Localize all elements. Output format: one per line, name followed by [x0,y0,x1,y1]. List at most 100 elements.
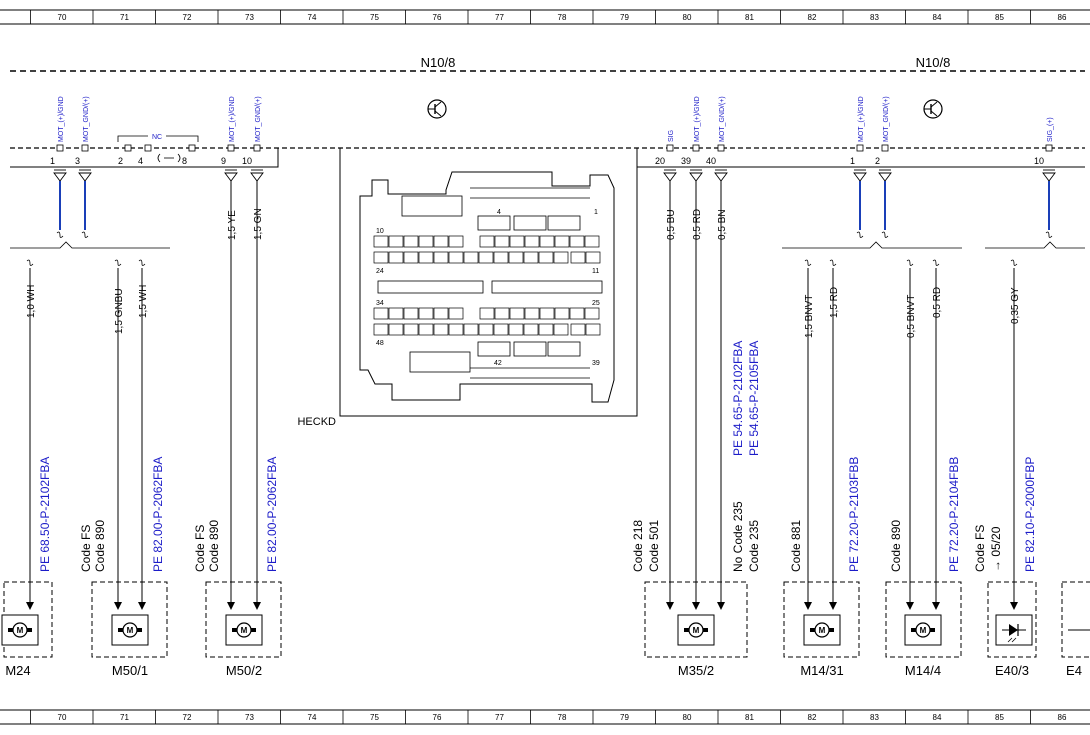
component-label: M50/2 [226,663,262,678]
code-label: Code FS [79,525,93,572]
component-m501: M M50/1 [91,581,168,678]
ruler-column-label: 71 [120,713,129,722]
connector-label: HECKD [297,416,336,428]
wire-spec-label: 1,5 RD [829,287,840,318]
control-unit-label-left: N10/8 [421,55,456,70]
motor-icon: M [803,614,841,646]
svg-text:M: M [920,626,927,635]
ruler-column-label: 83 [870,13,879,22]
ruler-column-label: 85 [995,13,1004,22]
component-label: E4 [1066,663,1082,678]
ruler-column-label: 79 [620,13,629,22]
component-label: M35/2 [678,663,714,678]
connector-pin-label: 39 [592,360,600,367]
motor-icon: M [904,614,942,646]
ruler-column-label: 76 [433,713,442,722]
connector-pin-label: 4 [497,209,501,216]
wire-spec-label: 1,5 YE [227,210,238,240]
connector-pin-label: 10 [376,228,384,235]
ruler-column-label: 83 [870,713,879,722]
pin-number: 1 [50,156,55,166]
code-label: → 05/20 [989,526,1003,572]
ruler-column-label: 81 [745,13,754,22]
pin-number: 40 [706,156,716,166]
wire-spec-label: 1,0 WH [26,285,37,318]
connector-pin-label: 1 [594,209,598,216]
reference-link: PE 54.65-P-2105FBA [747,341,761,456]
reference-link: PE 68.50-P-2102FBA [38,457,52,572]
wire-spec-label: 0,5 RD [932,287,943,318]
wire-spec-label: 1,5 GN [253,208,264,240]
reference-link: PE 54.65-P-2102FBA [731,341,745,456]
component-m502: M M50/2 [205,581,282,678]
ruler-column-label: 81 [745,713,754,722]
pin-p39: 39 MOT_(+)/GND [681,96,701,166]
ruler-column-label: 73 [245,713,254,722]
ruler-column-label: 80 [683,713,692,722]
pin-number: 8 [182,156,187,166]
pin-signal-label: MOT_GND/(+) [719,96,726,142]
pin-signal-label: MOT_GND/(+) [83,96,90,142]
ruler-column-label: 70 [58,13,67,22]
component-label: M50/1 [112,663,148,678]
ruler-column-label: 72 [183,713,192,722]
wire-spec-label: 1,5 GNBU [114,288,125,334]
svg-text:M: M [693,626,700,635]
component-e403: E40/3 [987,581,1037,678]
code-label: Code 890 [93,520,107,572]
pin-number: 4 [138,156,143,166]
pin-number: 10 [242,156,252,166]
transistor-icon [923,99,943,119]
component-e4x: E4 [1061,581,1090,678]
connector-pin-label: 42 [494,360,502,367]
pin-number: 39 [681,156,691,166]
reference-link: PE 82.10-P-2000FBP [1023,457,1037,572]
pin-p2: 2 [118,144,132,166]
component-m352: M M35/2 [644,581,748,678]
pin-number: 2 [875,156,880,166]
wire-spec-label: 0,5 RD [692,209,703,240]
harness-bracket [10,241,1085,249]
pin-signal-label: MOT_(+)/GND [229,96,236,142]
motor-icon: M [111,614,149,646]
ruler-column-label: 77 [495,13,504,22]
ruler-column-label: 74 [308,13,317,22]
reference-link: PE 72.20-P-2103FBB [847,457,861,572]
connector-strip [10,147,1085,168]
nc-label: NC [152,134,162,141]
svg-text:M: M [241,626,248,635]
ruler-column-label: 84 [933,713,942,722]
connector-pin-label: 25 [592,300,600,307]
ruler-column-label: 78 [558,713,567,722]
pin-p40: 40 MOT_GND/(+) [706,96,726,166]
connector-pin-label: 48 [376,340,384,347]
pin-p8: 8 [182,144,196,166]
pin-number: 10 [1034,156,1044,166]
reference-link: PE 82.00-P-2062FBA [151,457,165,572]
pin-number: 9 [221,156,226,166]
led-icon [995,614,1033,646]
pin-signal-label: MOT_(+)/GND [694,96,701,142]
ruler-column-label: 86 [1058,713,1067,722]
pin-signal-label: MOT_(+)/GND [858,96,865,142]
wire-spec-label: 1,5 WH [138,285,149,318]
transistor-icon [427,99,447,119]
pin-p9: 9 MOT_(+)/GND [221,96,236,166]
code-label: Code FS [973,525,987,572]
ruler-column-label: 75 [370,713,379,722]
ruler-column-label: 85 [995,713,1004,722]
component-label: E40/3 [995,663,1029,678]
code-label: Code 890 [207,520,221,572]
svg-text:M: M [17,626,24,635]
